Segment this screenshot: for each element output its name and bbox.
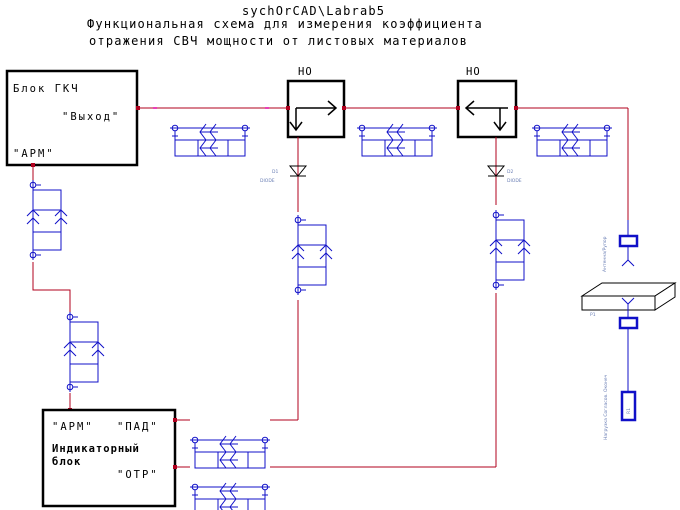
matched-load-assembly: R1 Нагрузка Согласов. Оконеч xyxy=(603,297,639,440)
antenna-label: Антенна/Рупор xyxy=(602,236,608,272)
title-line-0: sychOrCAD\Labrab5 xyxy=(242,4,385,18)
diode-2-icon xyxy=(486,165,506,177)
matched-load-icon xyxy=(620,390,637,422)
detector-2-ref: D2 xyxy=(507,169,513,175)
coupler-2-label: НО xyxy=(466,66,481,78)
detector-1-type: DIODE xyxy=(260,178,275,184)
cable-assembly-3 xyxy=(531,123,613,157)
detector-diode-1: D1 DIODE xyxy=(260,137,308,212)
detector-1-ref: D1 xyxy=(272,169,278,175)
sheet-label: P1 xyxy=(590,312,596,318)
generator-arm-label: "АРМ" xyxy=(13,148,55,160)
cable-assembly-arm-1 xyxy=(26,179,68,261)
receiving-horn-icon xyxy=(618,316,639,330)
indicator-name-line2: блок xyxy=(52,456,81,468)
cable-assembly-detector-1 xyxy=(291,214,333,296)
rf-main-line xyxy=(140,107,629,220)
indicator-block: "АРМ" "ПАД" Индикаторный блок "ОТР" xyxy=(41,408,177,508)
diode-1-icon xyxy=(288,165,308,177)
generator-name: Блок ГКЧ xyxy=(13,83,80,95)
cable-assembly-pad xyxy=(189,435,271,469)
cable-assembly-otr xyxy=(189,482,271,510)
cable-assembly-2 xyxy=(356,123,438,157)
generator-output-label: "Выход" xyxy=(62,111,120,123)
coupler-1-label: НО xyxy=(298,66,313,78)
load-label: Нагрузка Согласов. Оконеч xyxy=(603,374,609,440)
coupler-1-forward-arrow-icon xyxy=(289,100,338,132)
cable-assembly-arm-2 xyxy=(63,311,105,393)
title-line-2: отражения СВЧ мощности от листовых матер… xyxy=(89,34,468,48)
directional-coupler-2: НО xyxy=(456,66,518,139)
sheet-material: P1 xyxy=(580,282,677,318)
generator-block: Блок ГКЧ "Выход" "АРМ" xyxy=(5,69,140,167)
indicator-arm-label: "АРМ" xyxy=(52,421,94,433)
antenna-assembly: Антенна/Рупор xyxy=(602,220,639,272)
load-box-label: R1 xyxy=(626,408,632,414)
indicator-otr-label: "ОТР" xyxy=(117,469,159,481)
cable-assembly-detector-2 xyxy=(489,209,531,291)
detector-diode-2: D2 DIODE xyxy=(486,137,522,205)
directional-coupler-1: НО xyxy=(286,66,346,139)
antenna-horn-icon xyxy=(618,234,639,248)
title-line-1: Функциональная схема для измерения коэфф… xyxy=(87,17,483,31)
cable-assembly-1 xyxy=(169,123,251,157)
coupler-2-reverse-arrow-icon xyxy=(464,100,508,132)
detector-2-type: DIODE xyxy=(507,178,522,184)
indicator-pad-label: "ПАД" xyxy=(117,421,159,433)
indicator-name-line1: Индикаторный xyxy=(52,443,140,455)
